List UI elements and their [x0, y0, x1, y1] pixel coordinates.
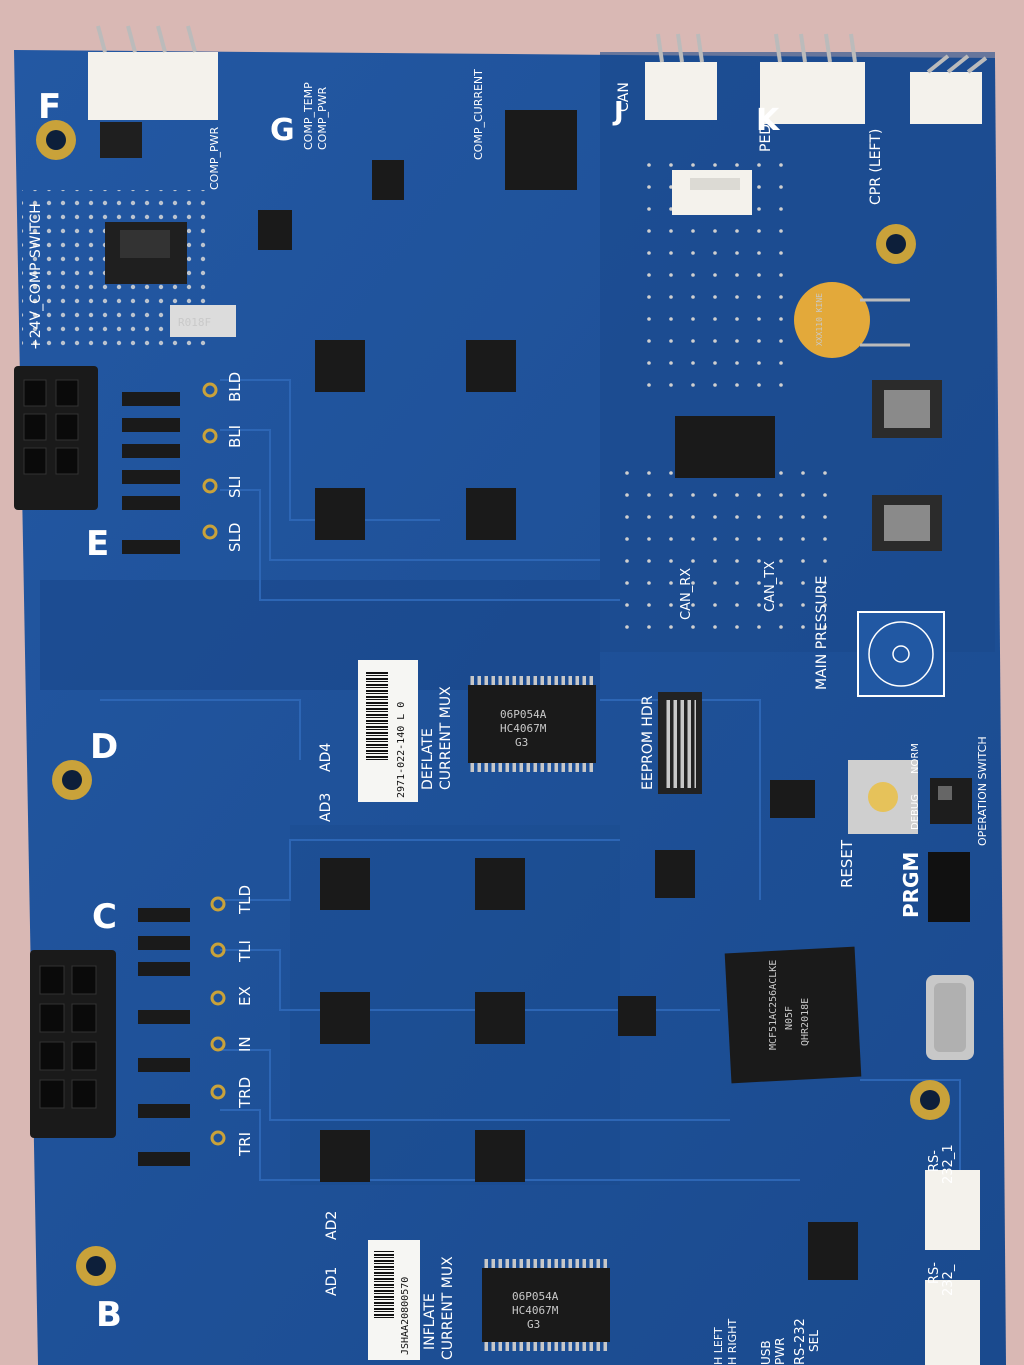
- silk-ad1: AD1: [324, 1267, 340, 1296]
- silk-sli: SLI: [226, 476, 244, 498]
- connector-f: [88, 25, 218, 120]
- silk-inflate-mux: CURRENT MUX: [440, 1256, 456, 1360]
- zone-letter-g: G: [270, 113, 295, 148]
- silk-rs232-c: RS-: [927, 1262, 942, 1284]
- silk-comp-temp: COMP_TEMP: [302, 82, 315, 150]
- silk-tri: TRI: [236, 1132, 254, 1157]
- pressure-sensor: [857, 611, 945, 697]
- connector-e: [14, 366, 98, 510]
- ground-plane: [40, 580, 600, 690]
- silk-sel: SEL: [807, 1330, 821, 1352]
- silk-can: CAN: [616, 82, 632, 112]
- silk-operation-switch: OPERATION SWITCH: [976, 736, 989, 846]
- silk-debug: DEBUG: [910, 794, 921, 830]
- power-transistors: [315, 340, 525, 1182]
- silk-comp-pwr: COMP_PWR: [208, 127, 221, 190]
- barcode-label: 2971-022-140 L 0: [396, 702, 407, 798]
- operation-switch: [930, 778, 972, 824]
- silk-cpr-left: CPR (LEFT): [868, 129, 884, 205]
- silk-in: IN: [236, 1036, 254, 1052]
- silk-rs232-sel: RS-232: [793, 1318, 808, 1365]
- barcode-label: JSHAA20800570: [400, 1277, 411, 1355]
- via-field: [620, 470, 835, 640]
- connector-j17: [672, 170, 752, 215]
- varistor: [794, 282, 910, 358]
- zone-letter-c: C: [92, 897, 117, 937]
- barcode-sticker-lower: JSHAA20800570: [368, 1240, 420, 1360]
- silk-usb: USB: [759, 1340, 773, 1365]
- crystal: [926, 975, 974, 1060]
- zone-letter-j: J: [612, 97, 624, 127]
- chip-mark: G3: [515, 736, 528, 749]
- zone-letter-k: K: [756, 103, 781, 138]
- mcu: MCF51AC256ACLKE N05F QHR2018E: [724, 946, 862, 1084]
- chip-mark: QHR2018E: [800, 998, 811, 1046]
- inductors: [100, 122, 942, 551]
- connector-rs232-1: [925, 1170, 980, 1250]
- silk-sld: SLD: [226, 523, 244, 552]
- silk-left: H LEFT: [712, 1327, 725, 1365]
- passive-strips: [122, 392, 190, 1166]
- varistor-mark: XXX110 KINE: [815, 293, 824, 346]
- silk-can-rx: CAN_RX: [679, 568, 694, 620]
- chip-mark: G3: [527, 1318, 540, 1331]
- chip-mark: MCF51AC256ACLKE: [768, 960, 779, 1050]
- silk-tli: TLI: [236, 940, 254, 963]
- silk-ad4: AD4: [318, 743, 334, 772]
- silk-pwr: PWR: [773, 1338, 787, 1365]
- prgm-header: [928, 852, 970, 922]
- silk-prgm: PRGM: [899, 852, 923, 918]
- eeprom-header: [658, 692, 702, 794]
- silk-bli: BLI: [226, 425, 244, 448]
- silk-ex: EX: [236, 986, 254, 1006]
- chip-mark: N05F: [784, 1006, 795, 1030]
- silk-tld: TLD: [236, 885, 254, 915]
- silk-eeprom-hdr: EEPROM HDR: [640, 695, 656, 790]
- chip-mark: HC4067M: [500, 722, 547, 735]
- ic-comp-current: [505, 110, 577, 190]
- chip-mark: 06P054A: [512, 1290, 559, 1303]
- silk-main: MAIN PRESSURE: [814, 576, 830, 690]
- silk-ad3: AD3: [318, 793, 334, 822]
- silk-comp-current: COMP_CURRENT: [472, 69, 485, 160]
- silk-trd: TRD: [236, 1077, 254, 1109]
- silk-rs232-a: RS-: [927, 1150, 942, 1172]
- silk-bld: BLD: [226, 372, 244, 402]
- mounting-holes: [36, 120, 950, 1286]
- connector-can: [645, 33, 717, 120]
- silk-comp-switch: +24V_COMP SWITCH: [28, 203, 44, 350]
- ic-inflate-mux: 06P054A HC4067M G3: [482, 1259, 610, 1351]
- test-points: [202, 382, 226, 1146]
- ic-soic: [258, 160, 858, 1280]
- silk-right: H RIGHT: [726, 1319, 739, 1365]
- silk-deflate-mux: CURRENT MUX: [438, 686, 454, 790]
- silk-can-tx: CAN_TX: [763, 561, 778, 612]
- connector-c: [30, 950, 116, 1138]
- connector-ped: [760, 33, 865, 124]
- silk-norm: NORM: [910, 743, 921, 774]
- chip-mark: HC4067M: [512, 1304, 559, 1317]
- zone-letter-f: F: [38, 87, 61, 127]
- silk-ped: PED: [758, 124, 774, 152]
- resistor-mark: R018F: [178, 316, 211, 329]
- connector-rs232-2: [925, 1280, 980, 1365]
- silk-rs232-d: 232_: [941, 1264, 956, 1296]
- silk-comp-pwr-2: COMP_PWR: [316, 87, 329, 150]
- silk-deflate: DEFLATE: [420, 728, 436, 790]
- silk-ad2: AD2: [324, 1211, 340, 1240]
- silk-inflate: INFLATE: [422, 1293, 438, 1350]
- chip-mark: 06P054A: [500, 708, 547, 721]
- silk-rs232-b: 232_1: [941, 1144, 956, 1184]
- barcode-sticker-upper: 2971-022-140 L 0: [358, 660, 418, 802]
- zone-letter-b: B: [96, 1295, 122, 1335]
- ic-deflate-mux: 06P054A HC4067M G3: [468, 676, 596, 772]
- zone-letter-e: E: [86, 524, 109, 564]
- reset-button: [848, 760, 918, 834]
- silk-reset: RESET: [838, 839, 856, 888]
- connector-cpr: [910, 54, 988, 124]
- zone-letter-d: D: [90, 727, 118, 767]
